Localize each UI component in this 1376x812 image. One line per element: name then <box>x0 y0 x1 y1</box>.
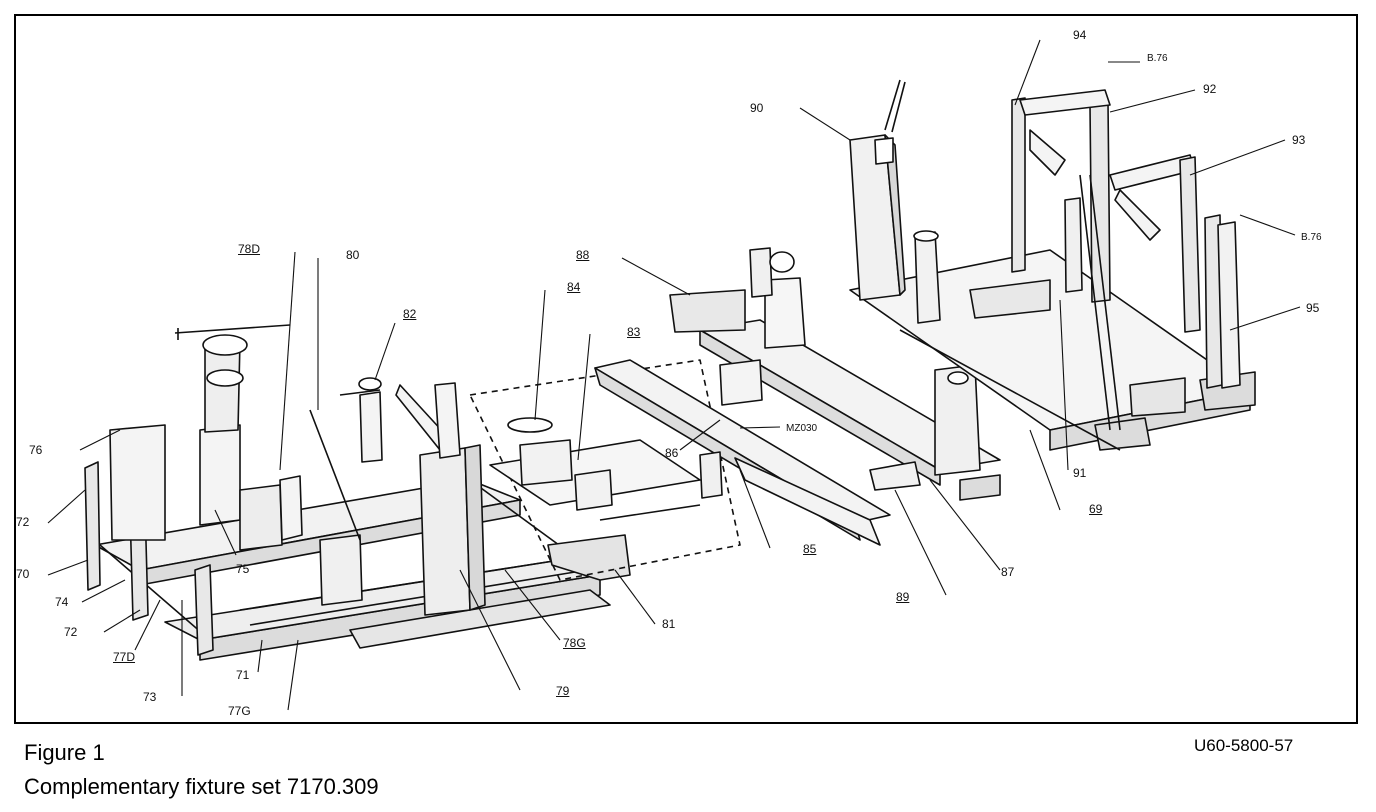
fixture-drawing <box>14 14 1358 724</box>
callout-83: 83 <box>627 325 641 339</box>
callout-78g: 78G <box>563 636 586 650</box>
callout-77d: 77D <box>113 650 136 664</box>
callout-77g: 77G <box>228 704 251 718</box>
callout-84: 84 <box>567 280 581 294</box>
leader-lines <box>47 39 1301 711</box>
callout-71: 71 <box>236 668 250 682</box>
callout-79: 79 <box>556 684 570 698</box>
callout-94: 94 <box>1073 28 1087 42</box>
gantry-94-92 <box>1011 89 1121 431</box>
block-81 <box>547 534 631 581</box>
post-95 <box>1204 214 1241 389</box>
callout-75: 75 <box>236 562 250 576</box>
callout-87: 87 <box>1001 565 1015 579</box>
callout-76: 76 <box>29 443 43 457</box>
drawing-code: U60-5800-57 <box>1194 736 1294 755</box>
callout-74: 74 <box>55 595 69 609</box>
callout-86: 86 <box>665 446 679 460</box>
callout-73: 73 <box>143 690 157 704</box>
callout-69: 69 <box>1089 502 1103 516</box>
callout-72-top: 72 <box>16 515 30 529</box>
support-columns <box>719 247 1001 501</box>
callout-b76-right: B.76 <box>1301 232 1322 243</box>
callout-95: 95 <box>1306 301 1320 315</box>
callout-93: 93 <box>1292 133 1306 147</box>
figure-number: Figure 1 <box>24 740 105 765</box>
callout-b76-top: B.76 <box>1147 53 1168 64</box>
figure-caption: Complementary fixture set 7170.309 <box>24 774 379 799</box>
callout-70: 70 <box>16 567 30 581</box>
callout-72-bottom: 72 <box>64 625 78 639</box>
swing-arm-90 <box>849 79 906 301</box>
callout-92: 92 <box>1203 82 1217 96</box>
center-table <box>469 359 741 581</box>
callout-80: 80 <box>346 248 360 262</box>
gantry-93 <box>1109 154 1201 333</box>
callout-85: 85 <box>803 542 817 556</box>
callout-88: 88 <box>576 248 590 262</box>
callout-78d: 78D <box>238 242 261 256</box>
callout-81: 81 <box>662 617 676 631</box>
callout-91: 91 <box>1073 466 1087 480</box>
callout-89: 89 <box>896 590 910 604</box>
left-clamp-uprights <box>84 324 303 656</box>
pedestal <box>914 231 941 324</box>
callout-82: 82 <box>403 307 417 321</box>
right-base-frame <box>849 249 1256 451</box>
callout-90: 90 <box>750 101 764 115</box>
center-tower <box>309 377 486 616</box>
callout-mz030: MZ030 <box>786 423 818 434</box>
beam-85 <box>594 359 891 546</box>
